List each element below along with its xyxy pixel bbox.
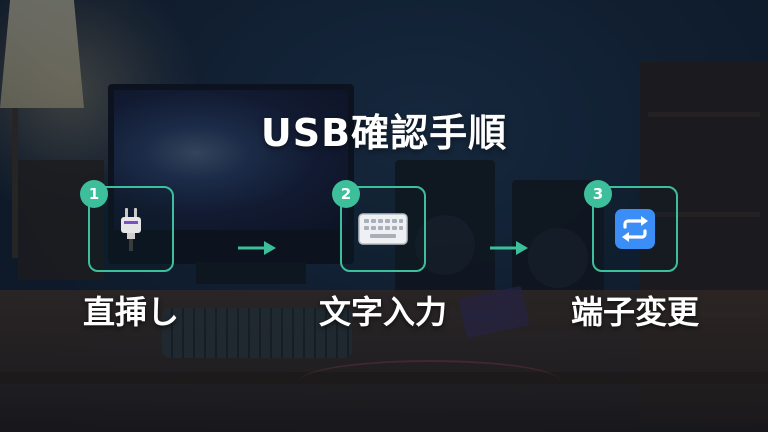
background-keyboard bbox=[162, 308, 352, 358]
keyboard-icon bbox=[358, 213, 408, 245]
page-title: USB確認手順 bbox=[260, 111, 508, 155]
lamp-pole bbox=[12, 108, 18, 258]
arrow-right-icon bbox=[238, 241, 276, 255]
step-1-number: 1 bbox=[80, 180, 108, 208]
step-3-label: 端子変更 bbox=[570, 293, 699, 331]
monitor-stand bbox=[196, 262, 306, 284]
monitor-screen bbox=[114, 90, 348, 230]
step-2-label: 文字入力 bbox=[318, 293, 447, 331]
repeat-icon bbox=[615, 209, 655, 249]
lamp-shade bbox=[0, 0, 84, 108]
background-cable bbox=[300, 360, 560, 402]
step-2-number: 2 bbox=[332, 180, 360, 208]
step-3-number: 3 bbox=[584, 180, 612, 208]
plug-icon bbox=[121, 208, 141, 251]
arrow-right-icon bbox=[490, 241, 528, 255]
step-1-label: 直挿し bbox=[82, 293, 179, 331]
